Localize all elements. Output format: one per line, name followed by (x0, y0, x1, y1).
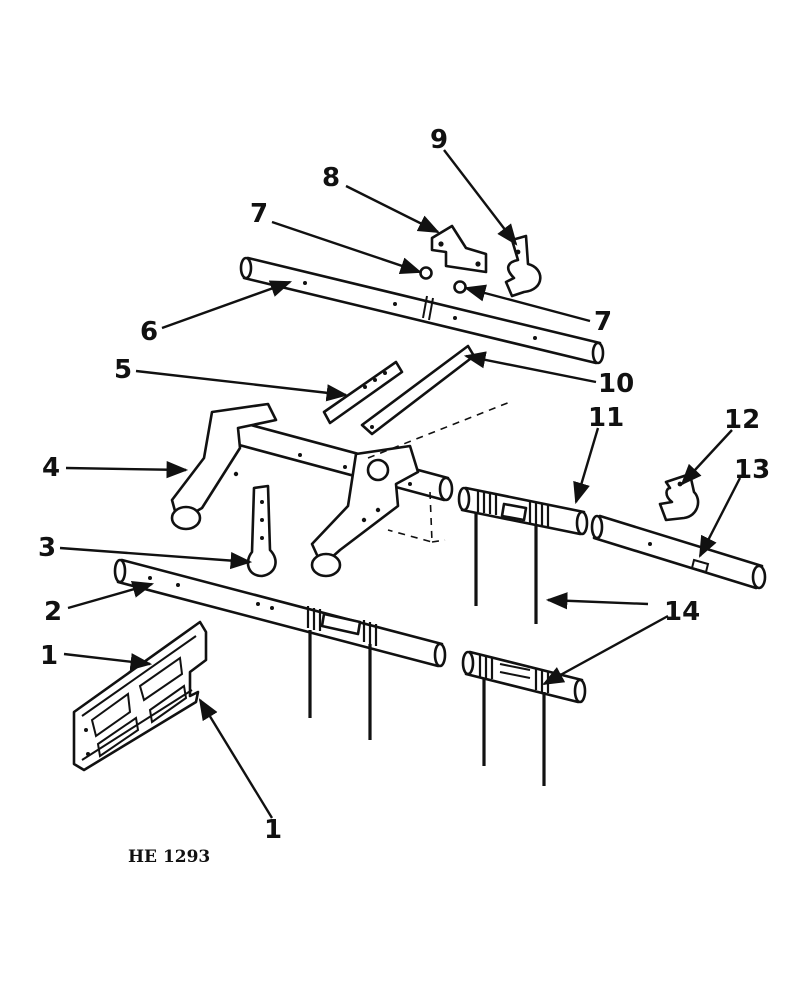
callout-8: 8 (322, 163, 340, 193)
part-11-shaft (457, 486, 589, 536)
part-9-clip (504, 234, 542, 298)
drawing-code: HE 1293 (128, 847, 210, 867)
callout-13: 13 (734, 455, 770, 485)
alignment-line (367, 401, 511, 544)
leader-lines (59, 149, 742, 819)
callout-9: 9 (430, 125, 448, 155)
part-12-clip (658, 472, 700, 522)
callout-2: 2 (44, 597, 62, 627)
part-4-frame (170, 402, 454, 578)
part-1-plate (72, 620, 208, 772)
callout-12: 12 (724, 405, 760, 435)
callout-7-left: 7 (250, 199, 268, 229)
part-14-spring-shaft (461, 650, 587, 704)
spring-rods (308, 512, 546, 786)
part-7-nuts (419, 266, 467, 294)
callout-6: 6 (140, 317, 158, 347)
part-3-link (246, 484, 277, 578)
callout-14: 14 (664, 597, 700, 627)
callout-1-upper: 1 (40, 641, 58, 671)
part-6-upper-shaft (239, 256, 605, 365)
callout-1-lower: 1 (264, 815, 282, 845)
callout-5: 5 (114, 355, 132, 385)
callout-10: 10 (598, 369, 634, 399)
callout-4: 4 (42, 453, 60, 483)
part-5-strap (322, 360, 404, 425)
part-13-shaft (590, 514, 767, 590)
part-2-lower-shaft (113, 558, 447, 668)
callout-11: 11 (588, 403, 624, 433)
part-8-bracket (430, 224, 488, 274)
callout-3: 3 (38, 533, 56, 563)
callout-7-right: 7 (594, 307, 612, 337)
callout-labels: 1 1 2 3 4 5 6 7 7 8 9 10 11 12 13 14 (38, 125, 770, 845)
